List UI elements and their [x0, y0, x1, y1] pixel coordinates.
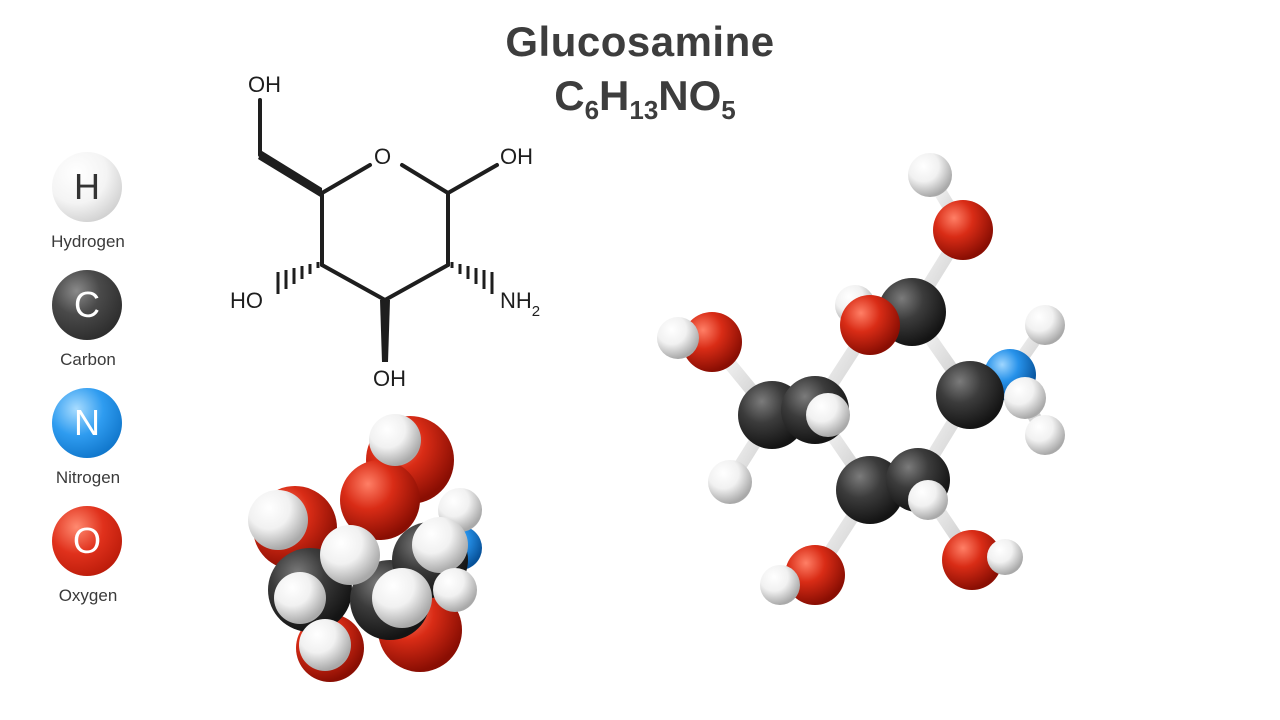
wedge-bond — [380, 300, 390, 362]
oxygen-atom — [340, 460, 420, 540]
hydrogen-atom — [299, 619, 351, 671]
oxygen-atom — [840, 295, 900, 355]
hashed-bond — [450, 262, 494, 294]
ring-bond — [400, 163, 450, 195]
hydrogen-atom-icon: H — [52, 152, 122, 222]
hydrogen-atom — [1025, 415, 1065, 455]
hydrogen-atom — [433, 568, 477, 612]
legend-label-hydrogen: Hydrogen — [51, 232, 125, 251]
legend-label-carbon: Carbon — [60, 350, 116, 369]
label-oh-right: OH — [500, 144, 533, 169]
label-ho-left: HO — [230, 288, 263, 313]
formula-o-count: 5 — [721, 95, 736, 125]
formula-h: H — [599, 72, 630, 119]
hydrogen-atom — [708, 460, 752, 504]
legend-item-hydrogen: H Hydrogen — [28, 150, 148, 268]
carbon-atom-icon: C — [52, 270, 122, 340]
oxygen-atom — [682, 312, 742, 372]
oxygen-atom — [785, 545, 845, 605]
ball-and-stick-model — [657, 153, 1065, 605]
hydrogen-atom — [1004, 377, 1046, 419]
hydrogen-atom — [372, 568, 432, 628]
label-nh: NH — [500, 288, 532, 313]
legend-label-nitrogen: Nitrogen — [55, 468, 121, 487]
formula-c: C — [554, 72, 585, 119]
hydrogen-atom — [987, 539, 1023, 575]
formula-no: NO — [658, 72, 722, 119]
oxygen-atom-icon: O — [52, 506, 122, 576]
label-nh2-subscript: 2 — [532, 303, 540, 320]
anomeric-oh-bond — [446, 163, 499, 195]
label-oh-top: OH — [248, 72, 281, 97]
hydrogen-atom — [1025, 305, 1065, 345]
atom-legend: H Hydrogen C Carbon N Nitrogen O Oxygen — [28, 150, 148, 622]
hydrogen-atom — [320, 525, 380, 585]
hydrogen-atom — [806, 393, 850, 437]
legend-label-oxygen: Oxygen — [58, 586, 118, 605]
hydrogen-atom — [412, 517, 468, 573]
oxygen-atom — [933, 200, 993, 260]
legend-item-nitrogen: N Nitrogen — [28, 386, 148, 504]
hydrogen-atom — [369, 414, 421, 466]
hydrogen-atom — [274, 572, 326, 624]
legend-item-carbon: C Carbon — [28, 268, 148, 386]
label-ring-oxygen: O — [374, 144, 391, 169]
hydrogen-atom — [760, 565, 800, 605]
hydrogen-atom — [248, 490, 308, 550]
carbon-atom — [936, 361, 1004, 429]
ring-bond — [320, 263, 387, 302]
formula-c-count: 6 — [584, 95, 600, 125]
hashed-bond — [276, 262, 320, 294]
nitrogen-atom-icon: N — [52, 388, 122, 458]
label-nh2: NH2 — [500, 288, 540, 320]
skeletal-structure — [258, 98, 499, 302]
legend-item-oxygen: O Oxygen — [28, 504, 148, 622]
oxygen-atom — [942, 530, 1002, 590]
space-filling-model — [248, 414, 482, 682]
hydrogen-atom — [908, 480, 948, 520]
formula-h-count: 13 — [629, 95, 659, 125]
molecular-formula: C6H13NO5 — [440, 72, 850, 126]
molecule-name: Glucosamine — [505, 18, 775, 65]
label-oh-bottom: OH — [373, 366, 406, 391]
wedge-bond — [258, 151, 322, 198]
ring-bond — [320, 163, 372, 195]
hydrogen-atom — [657, 317, 699, 359]
ring-bond — [383, 263, 450, 302]
hydrogen-atom — [908, 153, 952, 197]
